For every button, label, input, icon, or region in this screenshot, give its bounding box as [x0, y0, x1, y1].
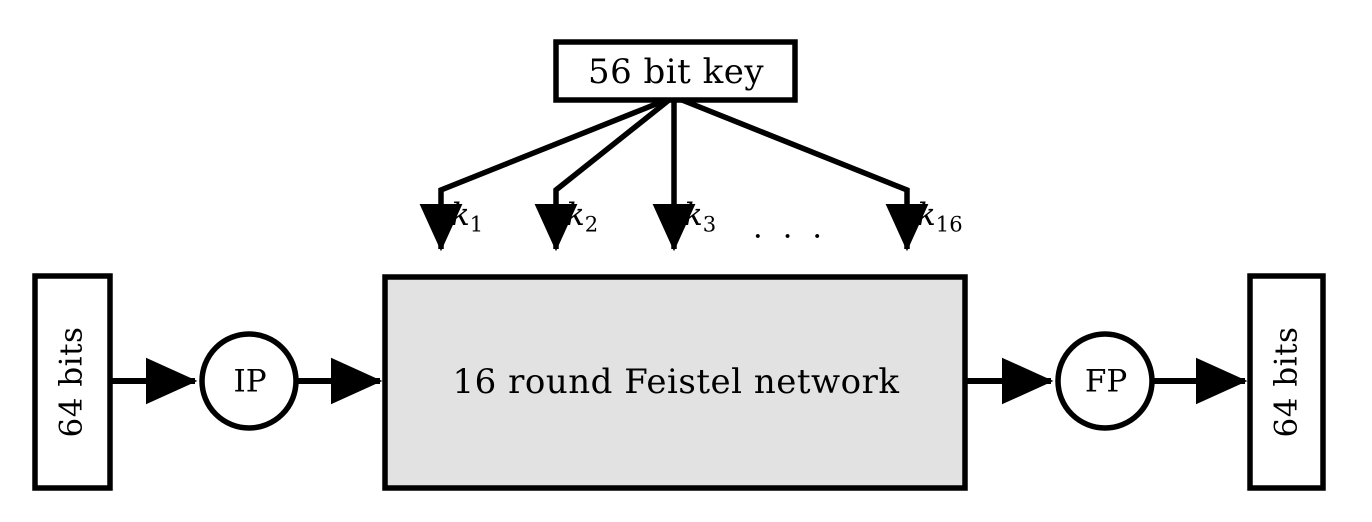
round-key-name-k3: k: [684, 197, 703, 233]
key-line-k16: [680, 97, 929, 252]
round-key-name-k1: k: [451, 197, 470, 233]
output-block-box: [1247, 273, 1326, 491]
key-line-k2: [534, 97, 671, 252]
round-key-subscript-k16: 16: [935, 211, 963, 237]
key-line-k1: [419, 97, 668, 252]
ip-label: IP: [233, 363, 267, 400]
key-fanout-lines: [419, 97, 929, 252]
round-key-subscript-k3: 3: [702, 211, 717, 237]
input-block-box: [32, 273, 113, 491]
round-key-name-k16: k: [917, 197, 936, 233]
round-key-label-k2: k2: [566, 197, 599, 237]
round-key-label-k1: k1: [451, 197, 484, 237]
round-key-subscript-k2: 2: [584, 211, 599, 237]
fp-circle: [1055, 331, 1155, 431]
round-key-label-k16: k16: [917, 197, 963, 237]
feistel-network-box: [382, 274, 968, 491]
ip-circle: [199, 331, 299, 431]
round-key-subscript-k1: 1: [469, 211, 484, 237]
round-key-label-k3: k3: [684, 197, 717, 237]
output-block-label: 64 bits: [1268, 326, 1305, 438]
key-box-label: 56 bit key: [587, 52, 765, 92]
feistel-network-label: 16 round Feistel network: [452, 362, 900, 402]
round-key-name-k2: k: [566, 197, 585, 233]
key-box: [553, 39, 798, 103]
input-block-label: 64 bits: [53, 326, 90, 438]
ellipsis-label: . . .: [752, 209, 828, 246]
fp-label: FP: [1084, 363, 1128, 400]
